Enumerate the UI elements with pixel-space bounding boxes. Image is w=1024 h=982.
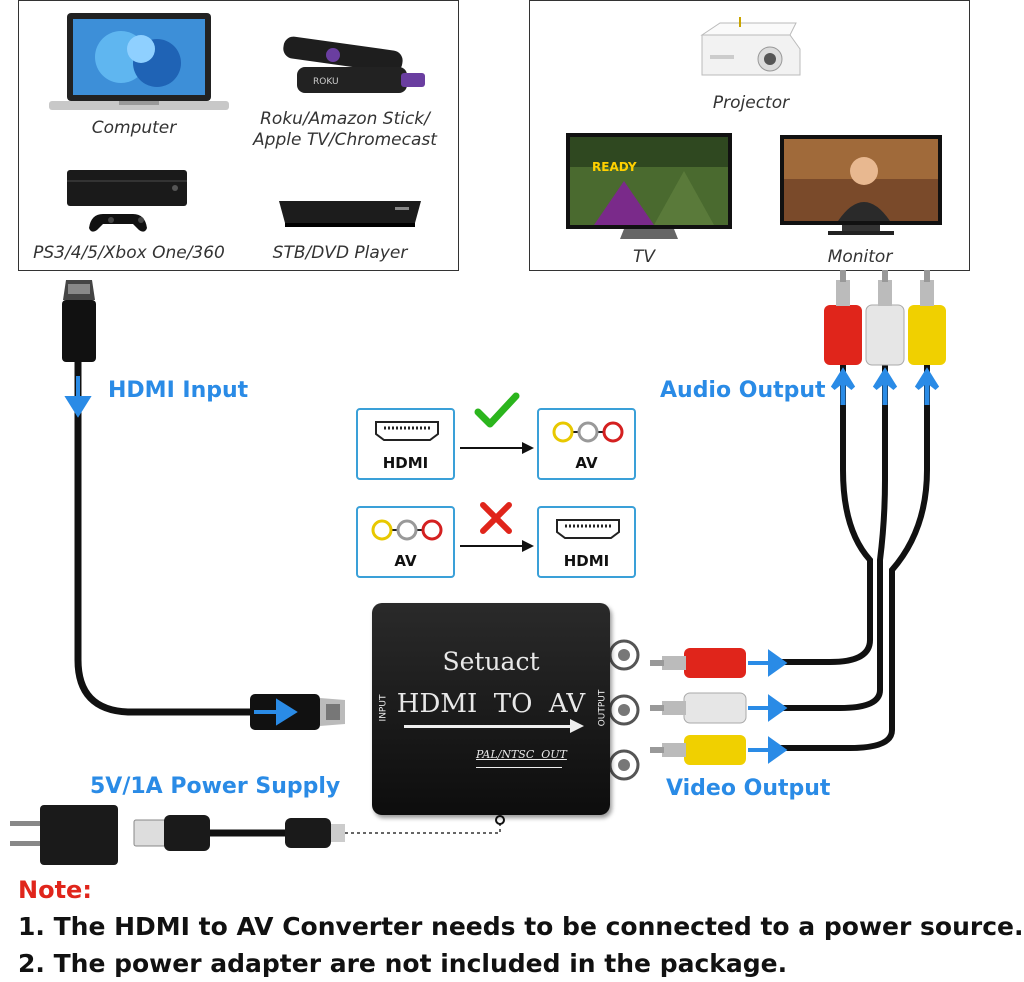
compat-hdmi-label-2: HDMI: [563, 552, 610, 570]
projector-image: [700, 17, 801, 76]
compat-av-target-box: AV: [537, 408, 636, 480]
laptop-image: [49, 13, 229, 110]
streaming-stick-image: ROKU: [283, 36, 425, 93]
hdmi-port-icon: [375, 421, 439, 441]
note-line-1: 1. The HDMI to AV Converter needs to be …: [18, 912, 1024, 941]
cross-icon: [480, 502, 512, 534]
converter-device: Setuact HDMI TO AV PAL/NTSC OUT INPUT OU…: [372, 603, 610, 815]
source-devices-panel: Computer ROKU Roku/Amazon Stick/ Apple T…: [18, 0, 459, 271]
svg-text:READY: READY: [592, 160, 637, 174]
svg-text:ROKU: ROKU: [313, 77, 339, 87]
rca-side-white: [650, 692, 747, 724]
monitor-image: [780, 135, 942, 235]
device-format-underline: [476, 767, 562, 768]
rca-side-red: [650, 648, 746, 678]
tv-image: READY: [566, 133, 732, 239]
tv-caption: TV: [632, 247, 655, 267]
compat-arrow-1: [460, 442, 534, 454]
compat-hdmi-source-box: HDMI: [356, 408, 455, 480]
rca-top-red: [824, 270, 862, 365]
device-arrow: [404, 725, 574, 728]
note-line-2: 2. The power adapter are not included in…: [18, 949, 788, 978]
audio-output-label: Audio Output: [660, 378, 826, 403]
check-icon: [474, 392, 520, 428]
compat-av-label-2: AV: [394, 552, 417, 570]
rca-top-white: [865, 270, 905, 366]
display-devices-panel: Projector READY TV Monitor: [529, 0, 970, 271]
computer-caption: Computer: [91, 118, 177, 138]
note-title: Note:: [18, 876, 92, 904]
stb-caption: STB/DVD Player: [272, 243, 408, 263]
cable-diagram: [10, 270, 946, 865]
console-image: [67, 170, 187, 232]
console-caption: PS3/4/5/Xbox One/360: [33, 243, 225, 263]
rca-top-yellow: [908, 270, 946, 365]
device-input-label: INPUT: [378, 694, 389, 722]
projector-caption: Projector: [712, 93, 790, 113]
device-arrow-head: [570, 719, 584, 733]
rca-ports-icon: [552, 421, 624, 443]
rca-side-yellow: [650, 735, 746, 765]
device-format: PAL/NTSC OUT: [476, 748, 567, 761]
video-output-label: Video Output: [666, 776, 831, 801]
streaming-caption: Roku/Amazon Stick/ Apple TV/Chromecast: [253, 109, 437, 151]
rca-ports-icon: [371, 519, 443, 541]
stb-image: [279, 201, 421, 227]
compat-hdmi-target-box: HDMI: [537, 506, 636, 578]
hdmi-input-label: HDMI Input: [108, 378, 249, 403]
device-output-label: OUTPUT: [597, 689, 608, 727]
power-supply-label: 5V/1A Power Supply: [90, 774, 341, 799]
device-brand: Setuact: [442, 647, 540, 676]
device-model: HDMI TO AV: [396, 689, 586, 719]
compat-hdmi-label-1: HDMI: [382, 454, 429, 472]
compat-av-source-box: AV: [356, 506, 455, 578]
compat-arrow-2: [460, 540, 534, 552]
hdmi-port-icon: [556, 519, 620, 539]
monitor-caption: Monitor: [827, 247, 893, 267]
compat-av-label-1: AV: [575, 454, 598, 472]
